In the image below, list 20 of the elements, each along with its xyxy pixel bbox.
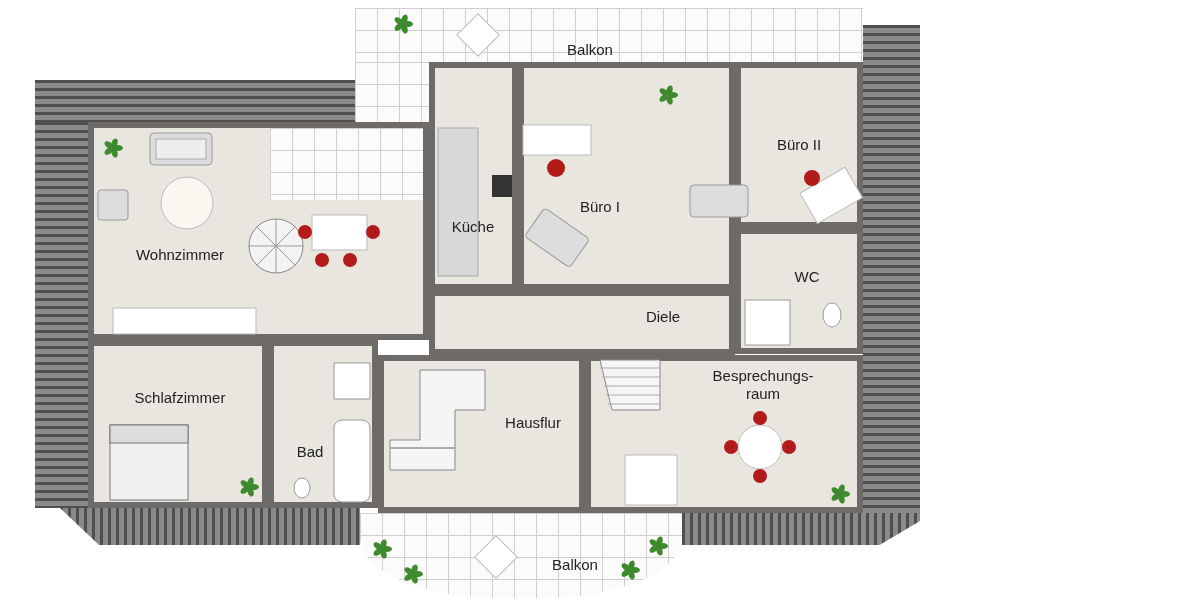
balcony-floor	[355, 8, 863, 62]
room-label: Bad	[296, 443, 324, 461]
roof-section	[682, 513, 920, 545]
terrace-tiles	[355, 62, 429, 122]
roof-section	[863, 25, 920, 513]
room-label: Büro II	[776, 136, 822, 154]
roof-section	[60, 508, 360, 545]
room-label: Büro I	[580, 198, 620, 216]
room-label: Balkon	[567, 41, 613, 59]
room-label: Schlafzimmer	[134, 389, 226, 407]
room-label: Balkon	[552, 556, 598, 574]
room-label: Küche	[451, 218, 495, 236]
roof-section	[35, 122, 88, 508]
room-label: WC	[794, 268, 820, 286]
roof-section	[35, 80, 355, 122]
room-label: Diele	[645, 308, 681, 326]
room-label: Besprechungs- raum	[711, 367, 815, 403]
room-label: Wohnzimmer	[135, 246, 225, 264]
terrace-tiles	[270, 128, 423, 200]
room-label: Hausflur	[505, 414, 561, 432]
